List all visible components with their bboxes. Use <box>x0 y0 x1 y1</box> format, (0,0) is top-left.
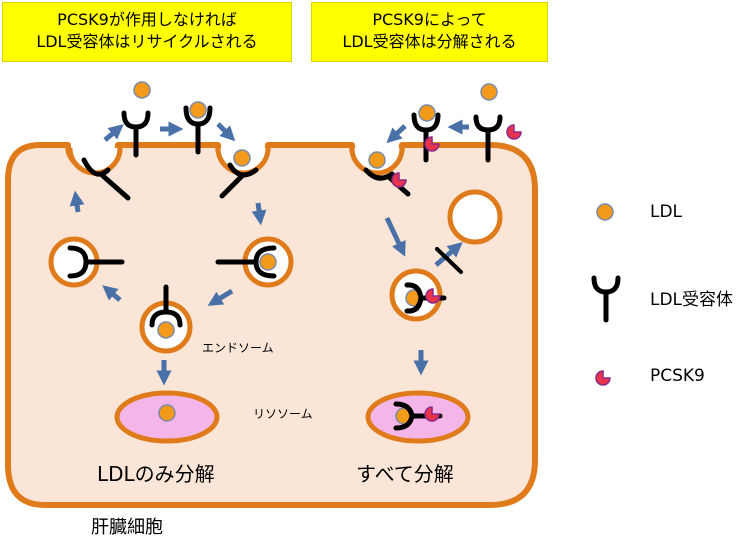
legend-ldl-icon <box>596 203 614 221</box>
ldl-particle <box>480 83 498 101</box>
header-right-line1: PCSK9によって <box>372 10 487 29</box>
surface-receptor-left-2 <box>183 105 213 155</box>
legend-ldl-label: LDL <box>650 202 683 222</box>
header-box-right: PCSK9によって LDL受容体は分解される <box>311 2 548 62</box>
right-result-label: すべて分解 <box>356 462 454 486</box>
lysosome-label: リソソーム <box>253 407 313 421</box>
pcsk9-protein <box>424 136 440 152</box>
header-left-line2: LDL受容体はリサイクルされる <box>36 32 258 51</box>
ldl-particle <box>133 81 151 99</box>
ldl-particle <box>189 101 207 119</box>
legend-receptor-label: LDL受容体 <box>650 290 734 310</box>
header-box-left: PCSK9が作用しなければ LDL受容体はリサイクルされる <box>2 2 292 62</box>
cell-label: 肝臓細胞 <box>91 517 163 538</box>
recycled-vesicle <box>447 189 503 245</box>
endosome-label: エンドソーム <box>202 341 274 355</box>
legend-pcsk9-label: PCSK9 <box>650 366 705 386</box>
ldl-particle <box>157 321 175 339</box>
ldl-particle <box>259 253 277 271</box>
ldl-particle <box>158 404 176 422</box>
header-right-line2: LDL受容体は分解される <box>342 32 517 51</box>
left-result-label: LDLのみ分解 <box>97 462 215 486</box>
legend-pcsk9-icon <box>595 370 611 386</box>
legend-receptor-icon <box>591 275 621 323</box>
ldl-particle <box>368 151 386 169</box>
ldl-particle <box>418 104 436 122</box>
ldl-particle <box>233 149 251 167</box>
pcsk9-protein <box>506 124 522 140</box>
blocked-mark <box>435 247 463 274</box>
surface-receptor-left-1 <box>121 110 151 158</box>
header-left-line1: PCSK9が作用しなければ <box>57 10 237 29</box>
